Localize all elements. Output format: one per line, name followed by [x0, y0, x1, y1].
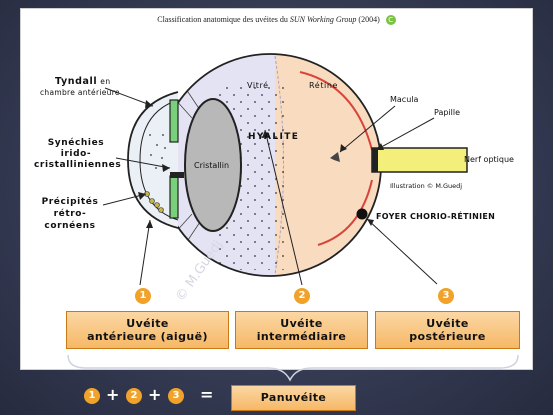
badge-1: 1: [135, 288, 151, 304]
box2-line2: intermédiaire: [256, 330, 347, 343]
synechia: [170, 172, 184, 178]
precipites-line1: Précipités: [41, 197, 99, 207]
slide-title: Classification anatomique des uvéites du…: [21, 15, 532, 26]
brace: [67, 354, 519, 382]
label-illustration: Illustration © M.Guedj: [390, 182, 463, 190]
box-uveite-intermediaire: Uvéite intermédiaire: [235, 311, 368, 349]
chorioretinal-focus: [356, 208, 368, 220]
tyndall-dots: [149, 134, 166, 169]
label-precipites: Précipités rétro- cornéens: [36, 196, 104, 232]
keratic-precipitates: [144, 191, 164, 213]
box2-line1: Uvéite: [280, 317, 323, 330]
box-uveite-posterieure: Uvéite postérieure: [375, 311, 520, 349]
precipites-line3: cornéens: [44, 221, 96, 231]
formula-badge-2: 2: [126, 388, 142, 404]
macula-spot: [330, 152, 340, 162]
tyndall-title: Tyndall: [55, 76, 98, 87]
box-panuveite: Panuvéite: [231, 385, 356, 411]
label-vitre: Vitré: [247, 81, 269, 90]
label-tyndall-sub: chambre antérieure: [40, 88, 120, 97]
box3-line2: postérieure: [409, 330, 486, 343]
box1-line1: Uvéite: [126, 317, 169, 330]
badge-2: 2: [294, 288, 310, 304]
formula-badge-1: 1: [84, 388, 100, 404]
label-papille: Papille: [434, 108, 461, 117]
label-synechies: Synéchies irido- cristalliniennes: [34, 138, 122, 171]
optic-nerve: [371, 147, 468, 173]
box1-line2: antérieure (aiguë): [87, 330, 208, 343]
label-hyalite: HYALITE: [248, 132, 300, 142]
synechies-line3: cristalliniennes: [34, 160, 122, 170]
formula-badge-3: 3: [168, 388, 184, 404]
synechies-line1: Synéchies: [47, 138, 105, 148]
label-tyndall: Tyndall en: [55, 76, 111, 87]
title-year: (2004): [356, 15, 380, 24]
equals-sign: =: [200, 385, 214, 404]
iris-upper: [169, 99, 179, 143]
label-cristallin: Cristallin: [194, 161, 230, 170]
badge-3: 3: [438, 288, 454, 304]
label-foyer: FOYER CHORIO-RÉTINIEN: [376, 212, 496, 221]
box-uveite-anterieure: Uvéite antérieure (aiguë): [66, 311, 229, 349]
precipites-line2: rétro-: [53, 209, 87, 219]
title-group: SUN Working Group: [289, 15, 357, 24]
retina-line: [299, 71, 373, 151]
synechies-line2: irido-: [60, 149, 92, 159]
label-nerf-optique: Nerf optique: [464, 155, 514, 164]
tyndall-en: en: [97, 77, 111, 86]
lens: [184, 98, 242, 232]
title-prefix: Classification anatomique des uvéites du: [157, 15, 290, 24]
label-retine: Rétine: [309, 81, 339, 90]
copyright-icon: C: [385, 15, 396, 26]
pointer-lines: [102, 87, 438, 286]
plus-sign-1: +: [106, 385, 120, 404]
iris-lower: [169, 175, 179, 219]
box3-line1: Uvéite: [426, 317, 469, 330]
plus-sign-2: +: [148, 385, 162, 404]
label-macula: Macula: [390, 95, 419, 104]
